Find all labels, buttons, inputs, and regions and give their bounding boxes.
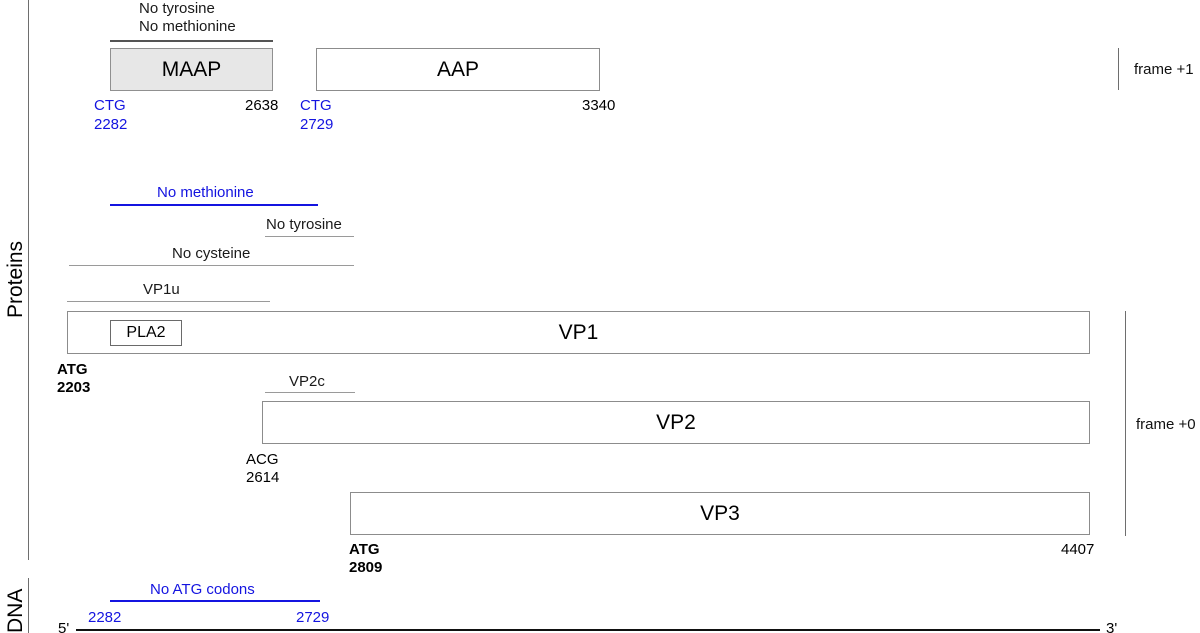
- orf-start-position-vp3: 2809: [349, 559, 383, 576]
- annotation-vp1-no-methionine: No methionine: [157, 184, 254, 201]
- annotation-vp2c: VP2c: [289, 373, 325, 390]
- orf-label-vp1: VP1: [558, 320, 599, 344]
- frame-bracket-plus-0: [1125, 311, 1126, 536]
- orf-start-position-vp1: 2203: [57, 379, 91, 396]
- orf-label-vp3: VP3: [700, 501, 740, 525]
- orf-start-codon-aap: CTG: [300, 97, 332, 114]
- annotation-rule-vp1-no-tyrosine: [265, 236, 354, 237]
- orf-box-vp1[interactable]: VP1: [67, 311, 1090, 354]
- annotation-maap-no-tyrosine: No tyrosine: [139, 0, 215, 17]
- subdomain-box-pla2[interactable]: PLA2: [110, 320, 182, 346]
- annotation-rule-vp2c: [265, 392, 355, 393]
- annotation-vp1-no-cysteine: No cysteine: [172, 245, 251, 262]
- orf-box-maap[interactable]: MAAP: [110, 48, 273, 91]
- dna-region-start-position: 2282: [88, 609, 122, 626]
- orf-label-maap: MAAP: [161, 57, 222, 81]
- orf-end-position-aap: 3340: [582, 97, 616, 114]
- orf-start-codon-vp1: ATG: [57, 361, 88, 378]
- section-label-dna: DNA: [4, 588, 27, 633]
- annotation-vp1-no-tyrosine: No tyrosine: [266, 216, 342, 233]
- annotation-rule-vp1-no-methionine: [110, 204, 318, 206]
- annotation-rule-dna-no-atg: [110, 600, 320, 602]
- orf-start-position-maap: 2282: [94, 116, 128, 133]
- orf-box-vp3[interactable]: VP3: [350, 492, 1090, 535]
- orf-start-codon-vp2: ACG: [246, 451, 279, 468]
- orf-box-aap[interactable]: AAP: [316, 48, 600, 91]
- orf-end-position-vp3: 4407: [1061, 541, 1095, 558]
- dna-axis-line: [76, 629, 1100, 631]
- annotation-dna-no-atg-codons: No ATG codons: [150, 581, 255, 598]
- annotation-rule-maap: [110, 40, 273, 42]
- subdomain-label-pla2: PLA2: [126, 324, 166, 341]
- annotation-maap-no-methionine: No methionine: [139, 18, 236, 35]
- annotation-rule-vp1-no-cysteine: [69, 265, 354, 266]
- orf-start-position-vp2: 2614: [246, 469, 280, 486]
- orf-start-codon-maap: CTG: [94, 97, 126, 114]
- orf-box-vp2[interactable]: VP2: [262, 401, 1090, 444]
- section-rule-dna: [28, 578, 29, 633]
- section-label-proteins: Proteins: [4, 240, 27, 318]
- annotation-rule-vp1u: [67, 301, 270, 302]
- dna-region-end-position: 2729: [296, 609, 330, 626]
- orf-start-position-aap: 2729: [300, 116, 334, 133]
- frame-label-plus-1: frame +1: [1134, 61, 1194, 78]
- orf-start-codon-vp3: ATG: [349, 541, 380, 558]
- orf-label-aap: AAP: [436, 57, 480, 81]
- frame-label-plus-0: frame +0: [1136, 416, 1196, 433]
- dna-five-prime-marker: 5': [58, 620, 70, 633]
- orf-label-vp2: VP2: [656, 410, 696, 434]
- frame-bracket-plus-1: [1118, 48, 1119, 90]
- orf-end-position-maap: 2638: [245, 97, 279, 114]
- annotation-vp1u: VP1u: [143, 281, 180, 298]
- dna-three-prime-marker: 3': [1106, 620, 1118, 633]
- section-rule-proteins: [28, 0, 29, 560]
